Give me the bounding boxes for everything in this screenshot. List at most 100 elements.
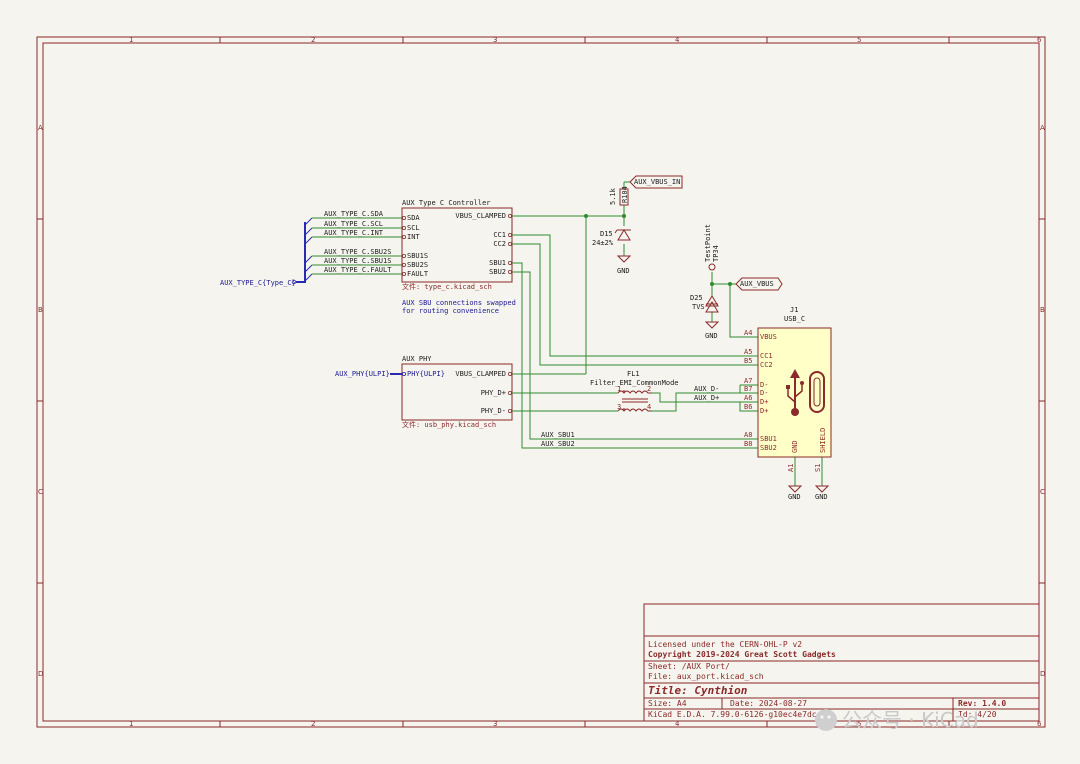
col-label-3-bottom: 3 (493, 720, 497, 728)
pin-phy-dp: PHY_D+ (481, 389, 506, 397)
j1-pin-num-b8: B8 (744, 440, 752, 448)
sheet-type-c-title: AUX Type C Controller (402, 199, 491, 207)
frame-outer (36, 36, 1046, 728)
label-aux-sbu2: AUX_SBU2 (541, 440, 575, 448)
tvs-d25[interactable] (705, 295, 719, 313)
label-aux-type-c-int: AUX_TYPE_C.INT (324, 229, 384, 237)
row-label-b-left: B (38, 306, 43, 314)
title-block-sheet: Sheet: /AUX Port/ (648, 662, 730, 671)
d15-ref: D15 (600, 230, 613, 238)
fl1-ref: FL1 (627, 370, 640, 378)
gnd-label-d25: GND (705, 332, 718, 340)
j1-value: USB_C (784, 315, 805, 323)
pin-sbu2: SBU2 (489, 268, 506, 276)
phy-pin-dp-marker (507, 390, 512, 395)
j1-pin-name-shield: SHIELD (819, 428, 827, 453)
junction-vbus-clamped (584, 214, 588, 218)
sheet-type-c-controller[interactable] (401, 207, 513, 283)
usb-c-receptacle-inner-icon (813, 377, 821, 407)
row-label-d-right: D (1040, 670, 1045, 678)
j1-pin-num-a8: A8 (744, 431, 752, 439)
j1-pin-name-a7: D- (760, 381, 768, 389)
phy-pin-vbus-marker (507, 371, 512, 376)
label-aux-type-c-sbu1s: AUX_TYPE_C.SBU1S (324, 257, 391, 265)
wires[interactable] (512, 181, 823, 486)
r104-value: 5.1k (609, 187, 617, 205)
pin-sda: SDA (407, 214, 420, 222)
j1-pin-num-a5: A5 (744, 348, 752, 356)
junction-aux-vbus (728, 282, 732, 286)
fl1-pin-1: 1 (617, 385, 621, 393)
j1-ref: J1 (790, 306, 798, 314)
gnd-symbol-j1-a1 (787, 485, 803, 493)
sheet-aux-phy-file: 文件: usb_phy.kicad_sch (402, 420, 496, 429)
j1-pin-name-b7: D- (760, 389, 768, 397)
wechat-icon (815, 709, 837, 731)
title-block-license: Licensed under the CERN-OHL-P v2 (648, 640, 802, 649)
pin-vbus-clamped-2: VBUS_CLAMPED (455, 370, 506, 378)
watermark: 公众号 · KiCad (815, 708, 979, 732)
note-sbu-line-2: for routing convenience (402, 307, 499, 315)
j1-pin-num-b5: B5 (744, 357, 752, 365)
col-label-4-bottom: 4 (675, 720, 680, 728)
title-block-tool: KiCad E.D.A. 7.99.0-6126-g10ec4e7dce (648, 710, 822, 719)
testpoint-tp34[interactable] (708, 263, 716, 271)
r104-ref: R104 (621, 186, 629, 203)
title-block-copyright: Copyright 2019-2024 Great Scott Gadgets (648, 649, 836, 659)
j1-pin-num-s1: S1 (814, 464, 822, 472)
tp34-value: TestPoint (704, 224, 712, 262)
gnd-label-j1-a1: GND (788, 493, 801, 501)
col-label-1-bottom: 1 (129, 720, 133, 728)
tp34-ref: TP34 (712, 245, 720, 262)
label-aux-vbus: AUX_VBUS (740, 280, 774, 288)
type-c-bus[interactable] (296, 217, 402, 283)
d25-value: TVS (692, 303, 705, 311)
title-block-size: Size: A4 (648, 699, 687, 708)
label-aux-vbus-shape (735, 277, 783, 291)
j1-pin-name-sbu2: SBU2 (760, 444, 777, 452)
pin-cc1: CC1 (493, 231, 506, 239)
j1-pin-name-b6: D+ (760, 407, 768, 415)
title-block-file: File: aux_port.kicad_sch (648, 672, 764, 681)
zener-d15[interactable] (614, 229, 631, 241)
j1-pin-num-a4: A4 (744, 329, 752, 337)
row-label-c-left: C (38, 488, 43, 496)
pin-fault: FAULT (407, 270, 429, 278)
resistor-r104[interactable] (619, 188, 629, 206)
usb-logo-icon (786, 369, 804, 416)
label-aux-type-c-bus: AUX_TYPE_C{Type_C} (220, 279, 296, 287)
pin-scl: SCL (407, 224, 420, 232)
d25-ref: D25 (690, 294, 703, 302)
gnd-symbol-d25 (704, 321, 720, 329)
pin-cc2: CC2 (493, 240, 506, 248)
j1-pin-name-sbu1: SBU1 (760, 435, 777, 443)
type-c-left-pins (401, 215, 406, 276)
gnd-symbol-j1-s1 (814, 485, 830, 493)
sheet-aux-phy[interactable] (401, 363, 513, 421)
label-aux-type-c-sda: AUX_TYPE_C.SDA (324, 210, 384, 218)
filter-fl1[interactable] (617, 390, 652, 412)
col-label-6-bottom: 6 (1037, 720, 1042, 728)
title-block-title: Title: Cynthion (648, 684, 748, 697)
pin-sbu2s: SBU2S (407, 261, 428, 269)
frame-inner (42, 42, 1040, 722)
phy-pin-dm-marker (507, 408, 512, 413)
row-label-b-right: B (1040, 306, 1045, 314)
fl1-pin-3: 3 (617, 403, 621, 411)
column-ticks (37, 37, 1045, 727)
phy-ulpi-pin-marker (401, 371, 406, 376)
col-label-5-bottom: 5 (857, 720, 861, 728)
label-aux-vbus-in: AUX_VBUS_IN (634, 178, 680, 186)
title-block-rev: Rev: 1.4.0 (958, 699, 1006, 708)
title-block-date: Date: 2024-08-27 (730, 699, 807, 708)
row-label-d-left: D (38, 670, 43, 678)
j1-pin-name-cc2: CC2 (760, 361, 773, 369)
junction-tvs (710, 282, 714, 286)
label-aux-vbus-in-shape (629, 175, 683, 189)
pin-sbu1s: SBU1S (407, 252, 428, 260)
col-label-2-bottom: 2 (311, 720, 315, 728)
d15-value: 24±2% (592, 239, 614, 247)
fl1-pin-2: 2 (647, 385, 651, 393)
label-aux-d-plus: AUX_D+ (694, 394, 719, 402)
